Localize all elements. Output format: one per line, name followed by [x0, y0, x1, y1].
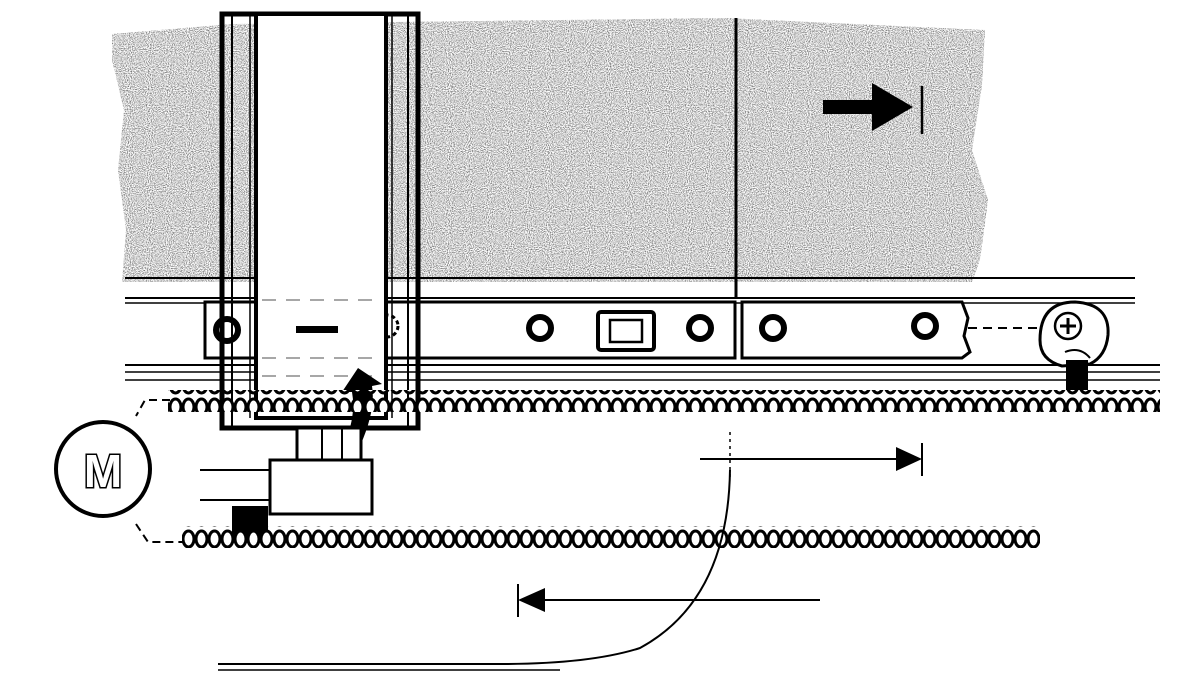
upper-rack: [168, 390, 1160, 412]
motor-housing: [200, 426, 374, 516]
motor-label: M: [84, 445, 122, 497]
limit-switch: [596, 310, 656, 352]
bar-hole-6: [911, 312, 939, 340]
motor: M: [54, 399, 185, 543]
arrow-right-icon: [823, 83, 924, 134]
bar-hole-5: [759, 314, 787, 342]
screw-icon: [1038, 300, 1110, 390]
bar-hole-1: [213, 316, 241, 344]
lower-rack: [182, 526, 1040, 548]
left-direction-arrow: [517, 584, 820, 617]
bar-hole-4: [686, 314, 714, 342]
right-direction-arrow: [700, 432, 923, 480]
bar-hole-3: [526, 314, 554, 342]
drive-carriage: [219, 11, 421, 431]
gate-panel: [112, 18, 988, 298]
lead-line: [218, 469, 731, 665]
